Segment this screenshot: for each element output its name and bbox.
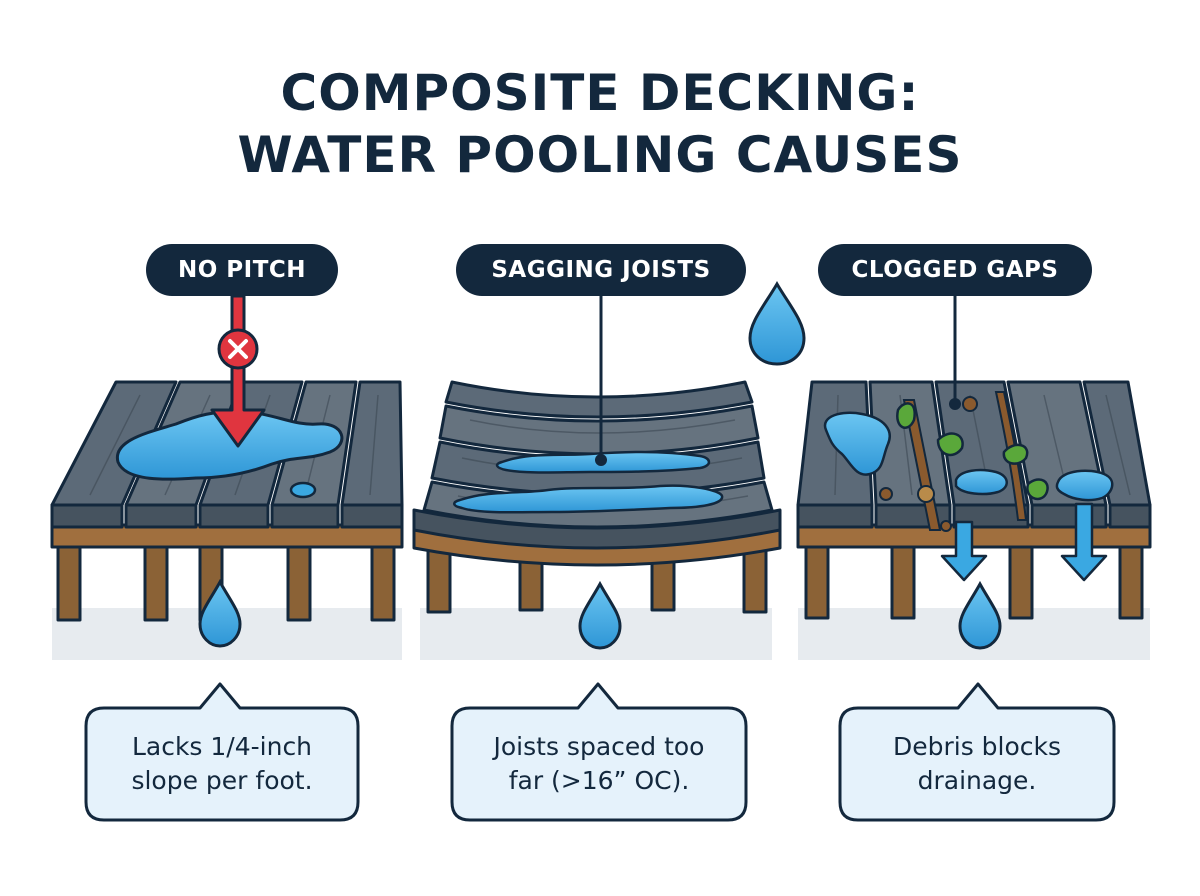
water-drop-icon [958,580,1002,650]
leader-dot [595,454,607,466]
caption-bubble [450,682,748,822]
leaf-icon [896,402,1049,501]
water-puddle [453,484,724,514]
caption-text: Debris blocks drainage. [892,732,1062,795]
infographic-title: COMPOSITE DECKING: WATER POOLING CAUSES [0,62,1200,186]
title-line-2: WATER POOLING CAUSES [237,126,963,184]
x-mark-icon [217,328,259,370]
caption-clogged-gaps: Debris blocks drainage. [840,708,1114,820]
caption-no-pitch: Lacks 1/4-inch slope per foot. [86,708,358,820]
label-no-pitch: NO PITCH [146,244,338,296]
caption-text: Joists spaced too far (>16” OC). [493,732,705,795]
water-puddle [954,468,1008,496]
down-arrow-icon [210,294,266,448]
caption-bubble [84,682,360,822]
caption-sagging-joists: Joists spaced too far (>16” OC). [452,708,746,820]
water-drop-icon [748,281,806,366]
water-drop-icon [578,580,622,650]
down-arrow-icon [940,520,988,582]
water-puddle [115,410,344,481]
leader-dot [949,398,961,410]
title-line-1: COMPOSITE DECKING: [280,64,920,122]
label-sagging-joists: SAGGING JOISTS [456,244,746,296]
water-puddle [1055,469,1114,502]
down-arrow-icon [1060,502,1108,582]
caption-text: Lacks 1/4-inch slope per foot. [131,732,313,795]
water-drop-icon [198,578,242,648]
water-puddle [823,411,891,476]
caption-bubble [838,682,1116,822]
water-droplet-small [289,481,317,499]
label-clogged-gaps: CLOGGED GAPS [818,244,1092,296]
